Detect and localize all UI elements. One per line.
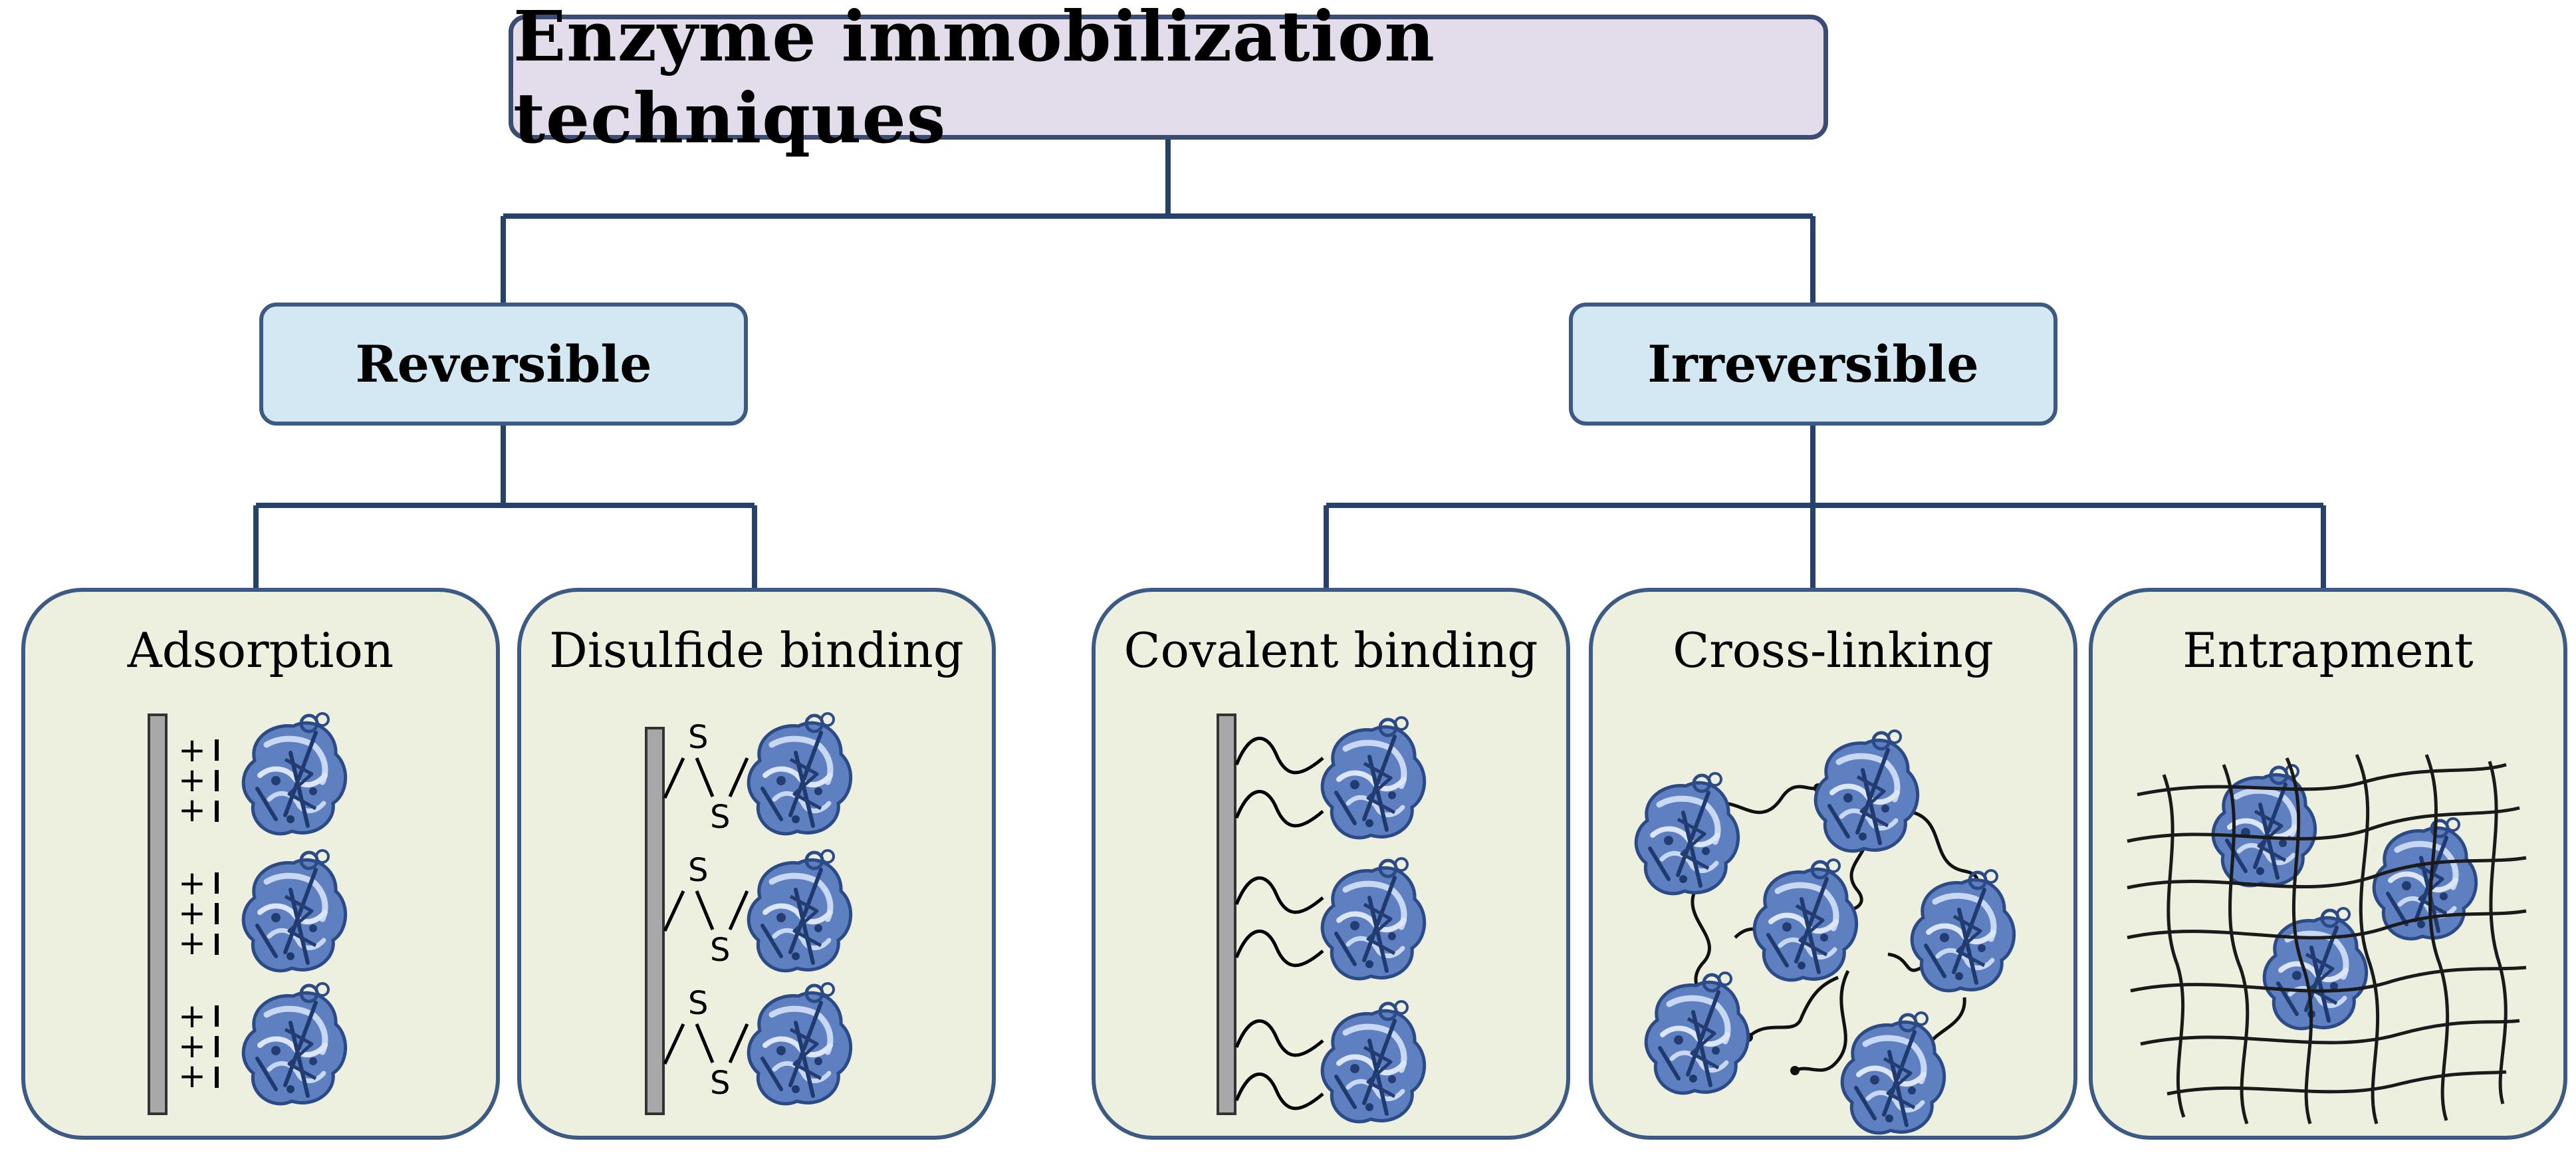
covalent-linker (1234, 789, 1324, 828)
covalent-linker (1234, 1072, 1324, 1110)
crosslinking-illustration (1636, 731, 2014, 1133)
charge-plus: + (178, 761, 206, 799)
enzyme (243, 983, 345, 1104)
enzyme (1322, 858, 1424, 979)
covalent-linker (1234, 736, 1324, 775)
charge-plus: + (178, 997, 206, 1035)
enzyme (1322, 1001, 1424, 1122)
enzyme (749, 983, 850, 1104)
charge-plus: + (178, 731, 206, 769)
enzyme (1842, 1013, 1944, 1133)
crosslink-node (1790, 1066, 1800, 1075)
adsorption-illustration: + + + + + + + + + (148, 713, 346, 1115)
disulfide-bond (663, 890, 749, 932)
support-surface (645, 727, 665, 1115)
crosslink (1747, 975, 1839, 1039)
charge-plus: + (178, 894, 206, 932)
title-box: Enzyme immobilization techniques (509, 0, 1828, 159)
sulfur-label: S (710, 1065, 730, 1102)
charge-plus: + (178, 1057, 206, 1095)
enzyme (1636, 773, 1738, 894)
enzyme (749, 713, 850, 834)
enzyme (1815, 731, 1917, 851)
sulfur-label: S (688, 852, 708, 889)
enzyme (2374, 819, 2476, 939)
enzyme (749, 850, 850, 971)
enzyme (2264, 908, 2366, 1029)
enzyme (1912, 870, 2014, 991)
covalent-linker (1234, 876, 1324, 914)
gel-network (2127, 753, 2527, 1124)
category-irreversible: Irreversible (1569, 303, 2057, 426)
technique-disulfide-label: Disulfide binding (549, 622, 964, 678)
technique-entrapment: Entrapment (2089, 588, 2567, 1140)
sulfur-label: S (710, 799, 730, 836)
disulfide-illustration: S S S S S S (645, 713, 851, 1115)
technique-covalent-binding: Covalent binding (1092, 588, 1570, 1140)
charge-plus: + (178, 924, 206, 962)
crosslink (1794, 969, 1850, 1073)
enzyme (1646, 973, 1748, 1093)
entrapment-illustration (2127, 753, 2527, 1124)
sulfur-label: S (710, 932, 730, 969)
charge-plus: + (178, 791, 206, 829)
enzyme (1322, 717, 1424, 838)
technique-entrapment-label: Entrapment (2182, 622, 2474, 678)
support-surface (148, 713, 168, 1115)
category-reversible: Reversible (259, 303, 748, 426)
diagram-title: Enzyme immobilization techniques (513, 0, 1435, 159)
category-reversible-label: Reversible (355, 334, 652, 394)
enzyme (1754, 860, 1856, 980)
technique-covalent-label: Covalent binding (1123, 622, 1538, 678)
enzyme (243, 850, 345, 971)
enzyme (243, 713, 345, 834)
sulfur-label: S (688, 985, 708, 1022)
covalent-linker (1234, 1019, 1324, 1057)
charge-plus: + (178, 1027, 206, 1065)
disulfide-bond (663, 757, 749, 799)
covalent-illustration (1217, 713, 1425, 1122)
sulfur-label: S (688, 719, 708, 756)
technique-adsorption-label: Adsorption (127, 622, 394, 678)
covalent-linker (1234, 929, 1324, 968)
category-irreversible-label: Irreversible (1647, 334, 1979, 394)
technique-crosslinking-label: Cross-linking (1673, 622, 1994, 678)
support-surface (1217, 713, 1236, 1115)
disulfide-bond (663, 1023, 749, 1065)
charge-plus: + (178, 864, 206, 902)
